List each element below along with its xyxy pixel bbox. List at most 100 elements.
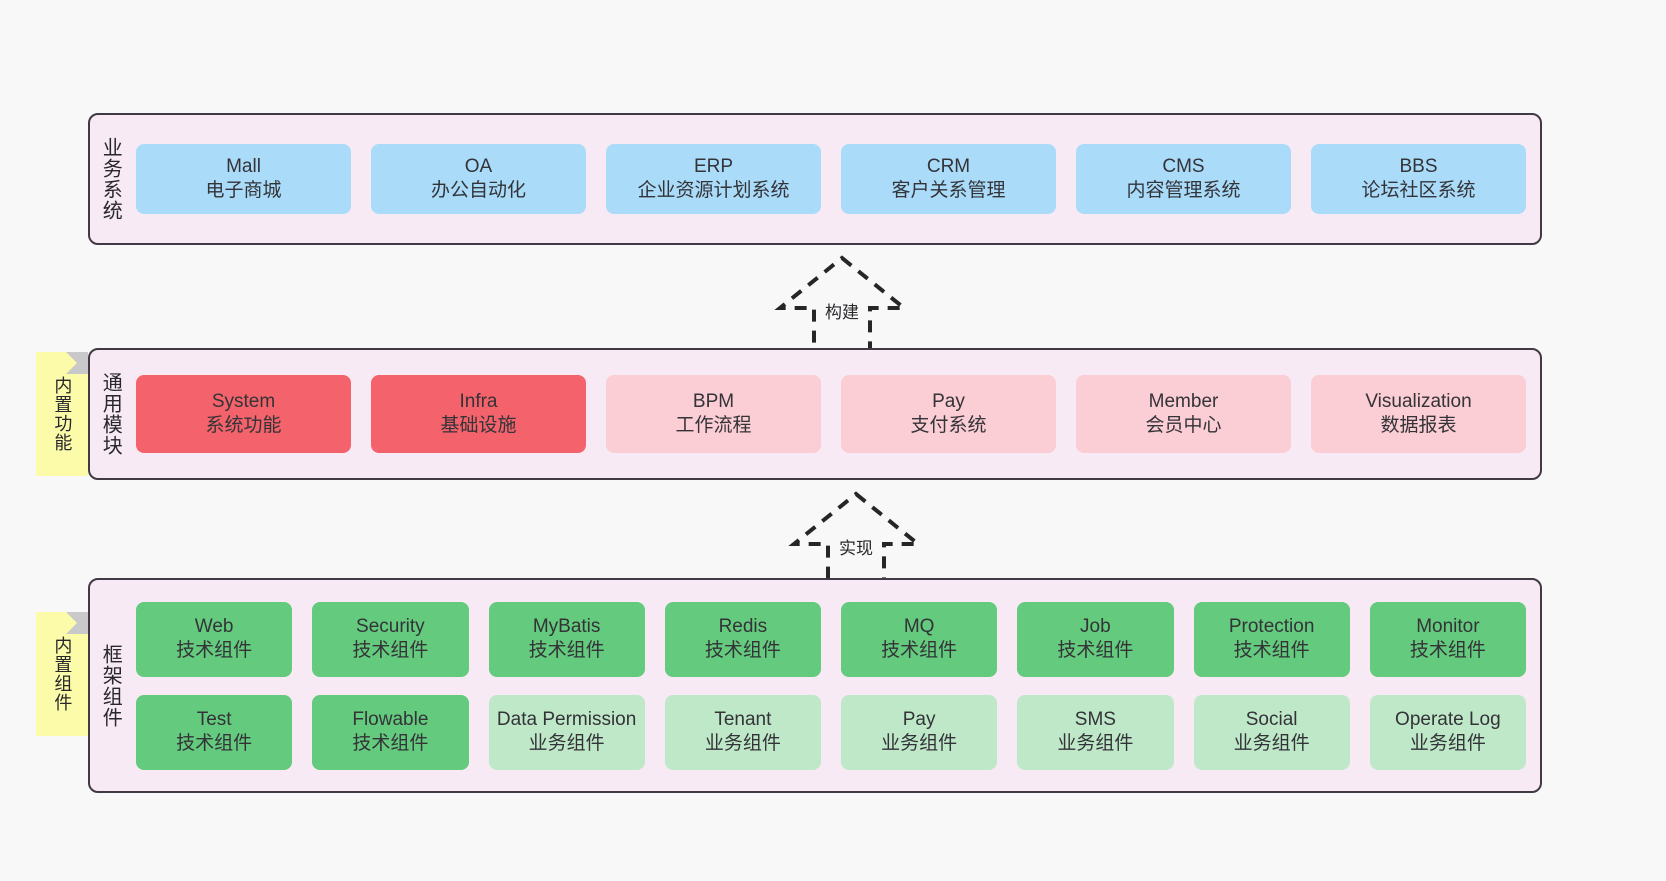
node-title: Mall bbox=[226, 155, 261, 177]
node-subtitle: 业务组件 bbox=[881, 733, 958, 754]
node-subtitle: 业务组件 bbox=[1409, 733, 1486, 754]
node-title: CRM bbox=[926, 155, 971, 177]
node-subtitle: 电子商城 bbox=[205, 180, 282, 201]
node-subtitle: 系统功能 bbox=[205, 415, 282, 436]
node-title: Member bbox=[1148, 390, 1219, 412]
node-title: Operate Log bbox=[1395, 708, 1501, 730]
node-job[interactable]: Job 技术组件 bbox=[1017, 601, 1174, 677]
node-subtitle: 技术组件 bbox=[1057, 640, 1134, 661]
node-title: Tenant bbox=[714, 708, 772, 730]
node-row: Web 技术组件 Security 技术组件 MyBatis 技术组件 Redi… bbox=[136, 601, 1526, 677]
node-web[interactable]: Web 技术组件 bbox=[136, 601, 293, 677]
sticky-note-builtin-features: 内置功能 bbox=[36, 352, 88, 476]
node-redis[interactable]: Redis 技术组件 bbox=[664, 601, 821, 677]
node-crm[interactable]: CRM 客户关系管理 bbox=[841, 144, 1056, 214]
node-row: Mall 电子商城 OA 办公自动化 ERP 企业资源计划系统 CRM 客户关系… bbox=[136, 144, 1526, 214]
node-tenant[interactable]: Tenant 业务组件 bbox=[664, 694, 821, 770]
node-oa[interactable]: OA 办公自动化 bbox=[371, 144, 586, 214]
node-subtitle: 支付系统 bbox=[910, 415, 987, 436]
node-subtitle: 技术组件 bbox=[704, 640, 781, 661]
node-title: Web bbox=[194, 615, 234, 637]
node-subtitle: 工作流程 bbox=[675, 415, 752, 436]
node-social[interactable]: Social 业务组件 bbox=[1193, 694, 1350, 770]
node-mybatis[interactable]: MyBatis 技术组件 bbox=[488, 601, 645, 677]
node-protection[interactable]: Protection 技术组件 bbox=[1193, 601, 1350, 677]
node-title: Monitor bbox=[1416, 615, 1480, 637]
layer-body-business-system: Mall 电子商城 OA 办公自动化 ERP 企业资源计划系统 CRM 客户关系… bbox=[130, 115, 1540, 243]
node-title: Protection bbox=[1228, 615, 1315, 637]
node-subtitle: 技术组件 bbox=[176, 640, 253, 661]
folded-corner-icon bbox=[66, 612, 88, 634]
node-security[interactable]: Security 技术组件 bbox=[312, 601, 469, 677]
node-title: MyBatis bbox=[532, 615, 601, 637]
node-title: Security bbox=[356, 615, 425, 637]
node-test[interactable]: Test 技术组件 bbox=[136, 694, 293, 770]
node-title: Flowable bbox=[352, 708, 429, 730]
node-flowable[interactable]: Flowable 技术组件 bbox=[312, 694, 469, 770]
node-subtitle: 内容管理系统 bbox=[1126, 180, 1241, 201]
node-subtitle: 技术组件 bbox=[352, 640, 429, 661]
node-title: Visualization bbox=[1365, 390, 1472, 412]
layer-business-system: 业务系统 Mall 电子商城 OA 办公自动化 ERP 企业资源计划系统 CRM… bbox=[88, 113, 1542, 245]
node-title: System bbox=[211, 390, 276, 412]
layer-common-module: 通用模块 System 系统功能 Infra 基础设施 BPM 工作流程 Pay… bbox=[88, 348, 1542, 480]
node-title: Infra bbox=[459, 390, 498, 412]
node-system[interactable]: System 系统功能 bbox=[136, 375, 351, 453]
node-subtitle: 客户关系管理 bbox=[891, 180, 1006, 201]
node-pay-business[interactable]: Pay 业务组件 bbox=[841, 694, 998, 770]
layer-title-business-system: 业务系统 bbox=[99, 137, 122, 221]
node-title: BPM bbox=[692, 390, 735, 412]
sticky-note-label: 内置组件 bbox=[52, 636, 73, 712]
node-title: Pay bbox=[932, 390, 965, 412]
node-subtitle: 业务组件 bbox=[528, 733, 605, 754]
node-pay[interactable]: Pay 支付系统 bbox=[841, 375, 1056, 453]
node-mall[interactable]: Mall 电子商城 bbox=[136, 144, 351, 214]
node-title: BBS bbox=[1399, 155, 1438, 177]
node-visualization[interactable]: Visualization 数据报表 bbox=[1311, 375, 1526, 453]
layer-title-common-module: 通用模块 bbox=[99, 372, 122, 456]
node-subtitle: 论坛社区系统 bbox=[1361, 180, 1476, 201]
node-title: Test bbox=[196, 708, 232, 730]
node-subtitle: 会员中心 bbox=[1145, 415, 1222, 436]
node-row: Test 技术组件 Flowable 技术组件 Data Permission … bbox=[136, 694, 1526, 770]
node-bpm[interactable]: BPM 工作流程 bbox=[606, 375, 821, 453]
node-title: OA bbox=[464, 155, 493, 177]
layer-framework-component: 框架组件 Web 技术组件 Security 技术组件 MyBatis 技术组件… bbox=[88, 578, 1542, 793]
node-subtitle: 办公自动化 bbox=[430, 180, 526, 201]
node-subtitle: 企业资源计划系统 bbox=[637, 180, 790, 201]
folded-corner-icon bbox=[66, 352, 88, 374]
node-subtitle: 技术组件 bbox=[528, 640, 605, 661]
node-subtitle: 技术组件 bbox=[1409, 640, 1486, 661]
sticky-note-builtin-components: 内置组件 bbox=[36, 612, 88, 736]
node-cms[interactable]: CMS 内容管理系统 bbox=[1076, 144, 1291, 214]
node-sms[interactable]: SMS 业务组件 bbox=[1017, 694, 1174, 770]
layer-body-framework-component: Web 技术组件 Security 技术组件 MyBatis 技术组件 Redi… bbox=[130, 580, 1540, 791]
node-infra[interactable]: Infra 基础设施 bbox=[371, 375, 586, 453]
node-bbs[interactable]: BBS 论坛社区系统 bbox=[1311, 144, 1526, 214]
node-mq[interactable]: MQ 技术组件 bbox=[841, 601, 998, 677]
node-subtitle: 业务组件 bbox=[1233, 733, 1310, 754]
node-subtitle: 技术组件 bbox=[1233, 640, 1310, 661]
node-subtitle: 技术组件 bbox=[176, 733, 253, 754]
layer-title-framework-component: 框架组件 bbox=[99, 643, 122, 728]
node-subtitle: 技术组件 bbox=[881, 640, 958, 661]
node-title: MQ bbox=[903, 615, 935, 637]
sticky-note-label: 内置功能 bbox=[52, 376, 73, 452]
layer-body-common-module: System 系统功能 Infra 基础设施 BPM 工作流程 Pay 支付系统… bbox=[130, 350, 1540, 478]
node-subtitle: 技术组件 bbox=[352, 733, 429, 754]
node-erp[interactable]: ERP 企业资源计划系统 bbox=[606, 144, 821, 214]
node-member[interactable]: Member 会员中心 bbox=[1076, 375, 1291, 453]
node-monitor[interactable]: Monitor 技术组件 bbox=[1369, 601, 1526, 677]
node-subtitle: 基础设施 bbox=[440, 415, 517, 436]
node-subtitle: 数据报表 bbox=[1380, 415, 1457, 436]
connector-build: 构建 bbox=[752, 252, 932, 362]
node-title: SMS bbox=[1074, 708, 1116, 730]
node-title: Job bbox=[1080, 615, 1111, 637]
node-operate-log[interactable]: Operate Log 业务组件 bbox=[1369, 694, 1526, 770]
node-title: CMS bbox=[1162, 155, 1205, 177]
node-title: Pay bbox=[902, 708, 936, 730]
node-row: System 系统功能 Infra 基础设施 BPM 工作流程 Pay 支付系统… bbox=[136, 375, 1526, 453]
node-data-permission[interactable]: Data Permission 业务组件 bbox=[488, 694, 645, 770]
node-subtitle: 业务组件 bbox=[1057, 733, 1134, 754]
